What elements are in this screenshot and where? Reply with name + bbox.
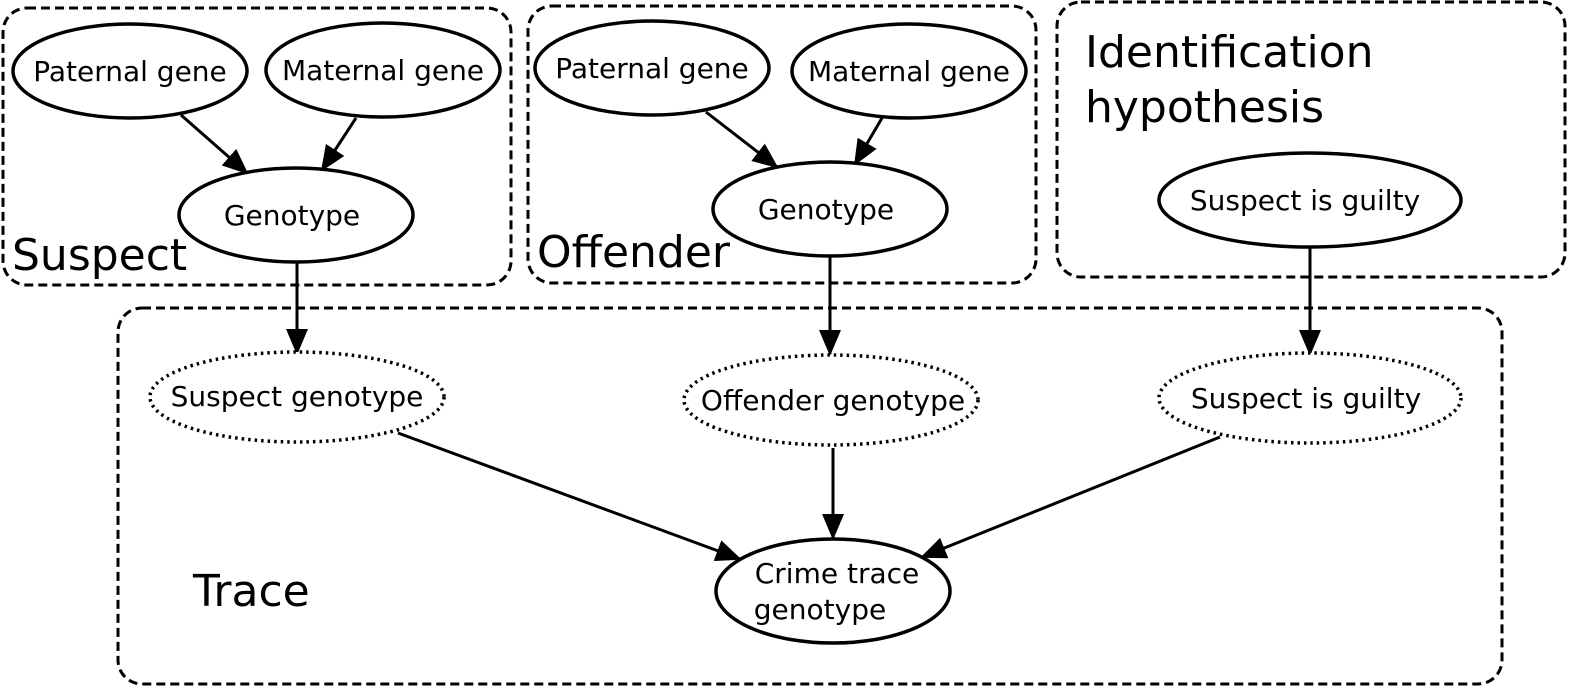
- offender-box: [526, 4, 1038, 285]
- suspect-genotype-node: [177, 166, 415, 264]
- identification-hypothesis-box: [1055, 0, 1567, 279]
- edge-trace-suspect-to-crime: [397, 431, 742, 562]
- trace-box-label: Trace: [192, 566, 310, 617]
- trace-offender-genotype-label: Offender genotype: [701, 384, 965, 417]
- trace-box: [116, 306, 1504, 686]
- suspect-genotype-label: Genotype: [224, 199, 360, 232]
- suspect-box: [1, 6, 513, 287]
- trace-suspect-genotype-label: Suspect genotype: [171, 380, 424, 413]
- identification-box-label-line2: hypothesis: [1085, 82, 1324, 133]
- offender-maternal-gene-label: Maternal gene: [808, 55, 1010, 88]
- edge-trace-guilty-to-crime: [920, 435, 1221, 559]
- edge-offender-maternal-to-genotype: [853, 117, 884, 166]
- crime-trace-genotype-label-line2: genotype: [754, 593, 886, 626]
- edge-suspect-paternal-to-genotype: [180, 113, 249, 175]
- edge-suspect-maternal-to-genotype: [320, 117, 358, 172]
- offender-genotype-node: [711, 160, 949, 258]
- edge-offender-paternal-to-genotype: [705, 110, 779, 169]
- identification-box-label-line1: Identification: [1085, 27, 1374, 78]
- offender-paternal-gene-node: [533, 19, 771, 117]
- crime-trace-genotype-node: [714, 537, 952, 645]
- suspect-is-guilty-node: [1157, 151, 1463, 249]
- suspect-maternal-gene-label: Maternal gene: [282, 54, 484, 87]
- suspect-paternal-gene-node: [11, 22, 249, 120]
- suspect-is-guilty-label: Suspect is guilty: [1190, 184, 1420, 217]
- trace-suspect-is-guilty-label: Suspect is guilty: [1191, 382, 1421, 415]
- offender-paternal-gene-label: Paternal gene: [555, 52, 749, 85]
- offender-maternal-gene-node: [790, 22, 1028, 120]
- trace-suspect-is-guilty-node: [1157, 351, 1463, 445]
- suspect-paternal-gene-label: Paternal gene: [33, 55, 227, 88]
- suspect-maternal-gene-node: [264, 21, 502, 119]
- suspect-box-label: Suspect: [12, 230, 187, 281]
- crime-trace-genotype-label-line1: Crime trace: [755, 557, 920, 590]
- trace-offender-genotype-node: [682, 353, 980, 447]
- offender-box-label: Offender: [537, 227, 731, 278]
- offender-genotype-label: Genotype: [758, 193, 894, 226]
- trace-suspect-genotype-node: [148, 350, 446, 444]
